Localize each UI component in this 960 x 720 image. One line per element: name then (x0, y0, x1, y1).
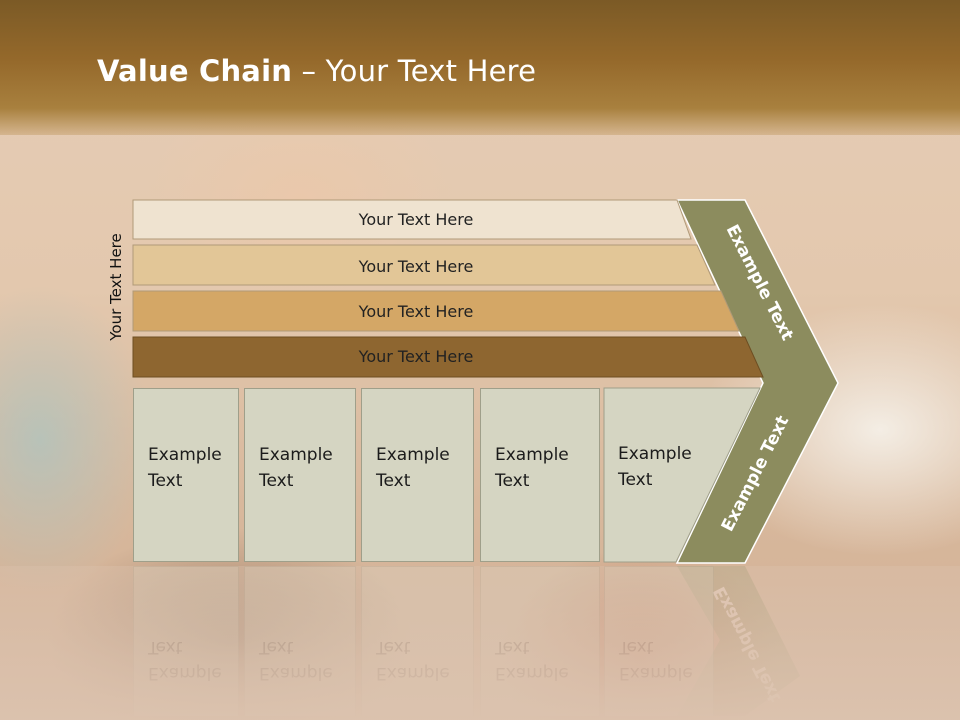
box-3-line2: Text (376, 471, 411, 491)
box-2-line2: Text (259, 471, 294, 491)
bar-3-label: Your Text Here (358, 302, 474, 321)
box-3-line1: Example (376, 445, 450, 465)
title-bar (0, 0, 960, 135)
box-1-line2: Text (148, 471, 183, 491)
box-1: Example Text (133, 388, 239, 562)
bar-2-label: Your Text Here (358, 257, 474, 276)
bar-4-label: Your Text Here (358, 347, 474, 366)
box-4: Example Text (480, 388, 600, 562)
bar-1 (132, 199, 692, 240)
bar-3 (132, 290, 740, 332)
box-5: Example Text (604, 388, 714, 562)
box-4-line2: Text (495, 471, 530, 491)
box-2: Example Text (244, 388, 356, 562)
reflection-group: Example Text (677, 566, 800, 716)
bar-4 (132, 336, 764, 378)
bar-2 (132, 244, 716, 286)
title-bold: Value Chain (97, 54, 293, 88)
box-4-line1: Example (495, 445, 569, 465)
box-5-shape (603, 387, 761, 563)
box-5-line1: Example (618, 444, 692, 464)
box-3: Example Text (361, 388, 474, 562)
slide-title: Value Chain – Your Text Here (97, 54, 536, 88)
box-2-line1: Example (259, 445, 333, 465)
bar-1-label: Your Text Here (358, 210, 474, 229)
box-1-line1: Example (148, 445, 222, 465)
title-rest: – Your Text Here (292, 54, 537, 88)
box-5-line2: Text (618, 470, 653, 490)
chevron-shape (675, 199, 839, 564)
